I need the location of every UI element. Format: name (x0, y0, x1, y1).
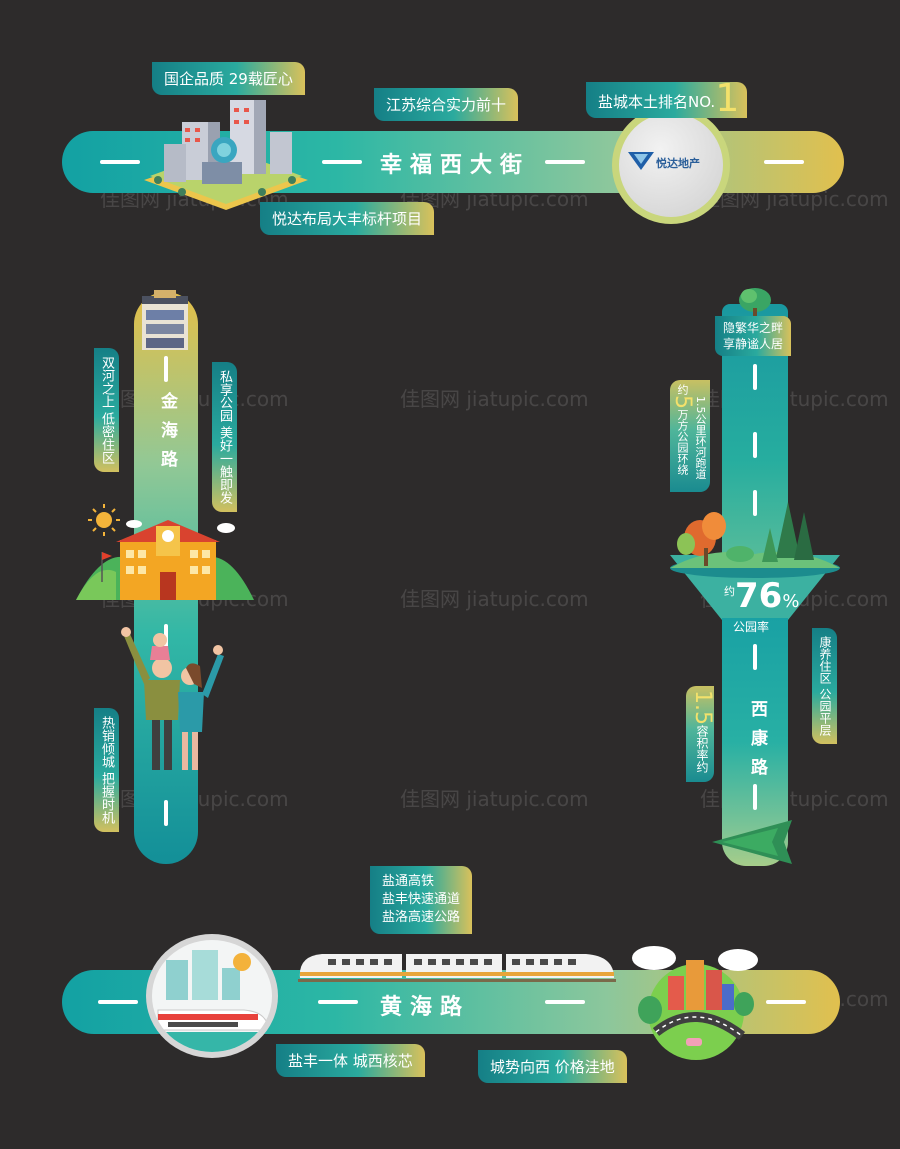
school-building-icon (76, 504, 254, 600)
city-globe-icon (632, 946, 758, 1060)
road-dash (100, 160, 140, 164)
shopping-mall-icon (142, 290, 188, 350)
road-dash (545, 1000, 585, 1004)
road-dash (318, 1000, 358, 1004)
park-rate-label: 公园率 (733, 620, 770, 634)
right-road-name: 西康路 (747, 700, 767, 787)
road-dash (764, 160, 804, 164)
tree-icon (739, 288, 771, 318)
watermark: 佳图网 jiatupic.com (400, 787, 589, 811)
park-rate-prefix: 约 (724, 585, 735, 598)
tag-plot-ratio-number: 1.5 (690, 690, 715, 725)
tag-transport-line: 盐洛高速公路 (382, 910, 461, 925)
tag-jiangsu-top10: 江苏综合实力前十 (374, 88, 519, 121)
tag-state-quality: 国企品质 29载匠心 (152, 62, 305, 95)
tag-westward: 城势向西 价格洼地 (478, 1050, 627, 1083)
watermark: 佳图网 jiatupic.com (400, 587, 589, 611)
logo-circle (619, 113, 723, 217)
tag-plot-ratio-text: 1.5容积率约 (690, 690, 715, 773)
pine-tree-icon (712, 820, 792, 864)
tag-park-ring-text: 约5万方公园环绕 (670, 384, 695, 475)
bottom-road-name: 黄海路 (380, 995, 471, 1020)
road-dash (98, 1000, 138, 1004)
park-forest-icon (670, 502, 840, 578)
tag-park-ring-line2: 1.5公里环河跑道 (694, 396, 707, 480)
city-buildings-icon (144, 100, 308, 210)
tag-park-ring-prefix: 约 (676, 384, 689, 395)
bullet-train-icon (152, 950, 272, 1052)
tag-park-ring-number: 5 (670, 395, 695, 409)
road-dash (164, 800, 168, 826)
tag-private-park: 私享公园 美好一触即发 (212, 362, 237, 513)
road-dash (753, 490, 757, 516)
tag-transport: 盐通高铁 盐丰快速通道 盐洛高速公路 (370, 866, 473, 934)
top-road-name: 幸福西大街 (380, 153, 531, 178)
road-dash (766, 1000, 806, 1004)
tag-plot-ratio (686, 686, 714, 782)
tag-health-living: 康养住区 公园平层 (812, 628, 837, 744)
park-rate-unit: % (782, 591, 800, 612)
tag-low-density: 双河之上 低密住区 (94, 348, 119, 473)
tag-quiet-living: 隐繁华之畔 享静谧人居 (715, 316, 792, 356)
tag-quiet-living-line: 隐繁华之畔 (723, 321, 784, 335)
tag-integration: 盐丰一体 城西核芯 (276, 1044, 425, 1077)
watermark: 佳图网 jiatupic.com (400, 387, 589, 411)
road-dash (753, 364, 757, 390)
company-logo-text: 悦达地产 (656, 157, 700, 170)
road-dash (164, 356, 168, 382)
tag-park-ring-line1: 万方公园环绕 (676, 409, 689, 475)
tag-benchmark-project: 悦达布局大丰标杆项目 (260, 202, 435, 235)
tag-local-rank-text: 盐城本土排名NO. (598, 93, 716, 111)
high-speed-train-icon (298, 954, 616, 982)
happy-family-icon (121, 627, 224, 770)
tag-hot-sales: 热销倾城 把握时机 (94, 708, 119, 833)
station-circle (152, 940, 272, 1052)
road-dash (545, 160, 585, 164)
park-rate-number: 76 (735, 576, 783, 616)
park-rate-badge: 约76% (724, 576, 799, 616)
left-road-name: 金海路 (157, 392, 177, 479)
tag-local-rank-number: 1 (715, 76, 740, 120)
road-dash (753, 432, 757, 458)
tag-local-rank: 盐城本土排名NO.1 (586, 79, 748, 118)
tag-transport-line: 盐丰快速通道 (382, 892, 461, 907)
tag-transport-line: 盐通高铁 (382, 874, 435, 889)
company-logo-icon (628, 152, 654, 170)
tag-quiet-living-line: 享静谧人居 (723, 337, 784, 351)
tag-park-ring (670, 380, 710, 492)
road-dash (753, 784, 757, 810)
tag-plot-ratio-label: 容积率约 (695, 725, 709, 773)
road-dash (753, 644, 757, 670)
road-dash (322, 160, 362, 164)
